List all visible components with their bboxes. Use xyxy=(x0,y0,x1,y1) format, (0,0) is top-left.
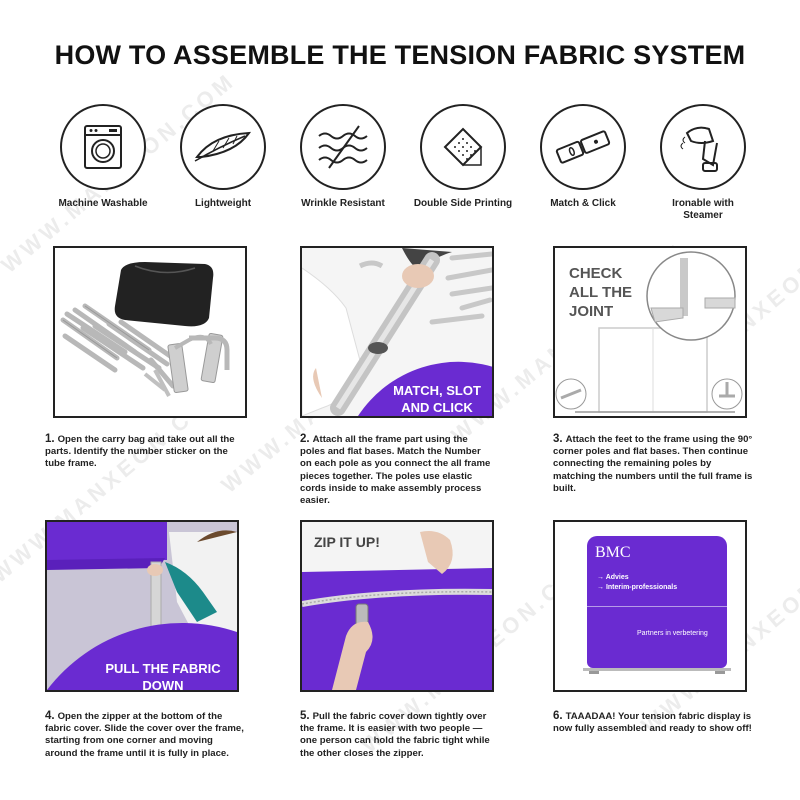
page-title: HOW TO ASSEMBLE THE TENSION FABRIC SYSTE… xyxy=(54,40,746,70)
wave-lines-icon xyxy=(300,104,386,190)
step-5-text: 5.Pull the fabric cover down tightly ove… xyxy=(300,710,500,760)
steamer-icon xyxy=(660,104,746,190)
step-number: 2. xyxy=(300,433,310,445)
step-5-image: ZIP IT UP! xyxy=(300,520,494,692)
step-4-image: PULL THE FABRIC DOWN xyxy=(45,520,239,692)
step-description: Open the zipper at the bottom of the fab… xyxy=(45,711,244,759)
step-6-image: BMC → Advies → Interim-professionals Par… xyxy=(553,520,747,692)
overlay-check-joint: CHECK ALL THE JOINT xyxy=(569,265,633,320)
display-item: → Advies xyxy=(597,574,629,581)
feature-label: Lightweight xyxy=(194,198,252,209)
step-2-text: 2.Attach all the frame part using the po… xyxy=(300,433,492,507)
step-description: TAAADAA! Your tension fabric display is … xyxy=(553,711,752,735)
step-description: Pull the fabric cover down tightly over … xyxy=(300,711,490,759)
step-description: Attach the feet to the frame using the 9… xyxy=(553,434,753,494)
feature-label: Double Side Printing xyxy=(413,198,513,209)
feature-lightweight: Lightweight xyxy=(173,104,273,210)
display-foot xyxy=(589,671,599,674)
step-3-text: 3.Attach the feet to the frame using the… xyxy=(553,433,753,495)
step-3-image: CHECK ALL THE JOINT xyxy=(553,246,747,418)
step-6-text: 6.TAAADAA! Your tension fabric display i… xyxy=(553,710,753,735)
display-tagline: Partners in verbetering xyxy=(637,630,708,637)
display-foot xyxy=(715,671,725,674)
feather-icon xyxy=(180,104,266,190)
step-number: 6. xyxy=(553,710,563,722)
feature-label: Wrinkle Resistant xyxy=(301,198,385,209)
step-2-image: MATCH, SLOT AND CLICK xyxy=(300,246,494,418)
step-number: 1. xyxy=(45,433,55,445)
feature-ironable: Ironable with Steamer xyxy=(653,104,753,222)
folded-fabric-icon xyxy=(420,104,506,190)
feature-label: Machine Washable xyxy=(58,198,148,209)
tube-connector-icon xyxy=(540,104,626,190)
feature-wrinkle-resistant: Wrinkle Resistant xyxy=(293,104,393,210)
overlay-match-slot-click: MATCH, SLOT AND CLICK xyxy=(393,383,481,415)
overlay-pull-fabric: PULL THE FABRIC DOWN xyxy=(105,661,221,692)
display-base xyxy=(583,668,731,671)
display-divider xyxy=(587,606,727,607)
step-description: Attach all the frame part using the pole… xyxy=(300,434,491,507)
display-item-text: Advies xyxy=(605,574,629,581)
step-number: 5. xyxy=(300,710,310,722)
feature-double-side-printing: Double Side Printing xyxy=(413,104,513,210)
feature-label: Ironable with Steamer xyxy=(672,198,734,221)
step-description: Open the carry bag and take out all the … xyxy=(45,434,235,470)
step-number: 4. xyxy=(45,710,55,722)
overlay-zip-it-up: ZIP IT UP! xyxy=(314,534,380,550)
washing-machine-icon xyxy=(60,104,146,190)
step-1-image xyxy=(53,246,247,418)
feature-match-click: Match & Click xyxy=(533,104,633,210)
feature-label: Match & Click xyxy=(550,198,616,209)
display-item-text: Interim-professionals xyxy=(605,584,678,591)
step-number: 3. xyxy=(553,433,563,445)
display-brand: BMC xyxy=(595,544,631,561)
finished-display xyxy=(587,536,727,668)
step-1-text: 1.Open the carry bag and take out all th… xyxy=(45,433,245,471)
step-4-text: 4.Open the zipper at the bottom of the f… xyxy=(45,710,245,760)
display-item: → Interim-professionals xyxy=(597,584,678,591)
feature-machine-washable: Machine Washable xyxy=(53,104,153,210)
